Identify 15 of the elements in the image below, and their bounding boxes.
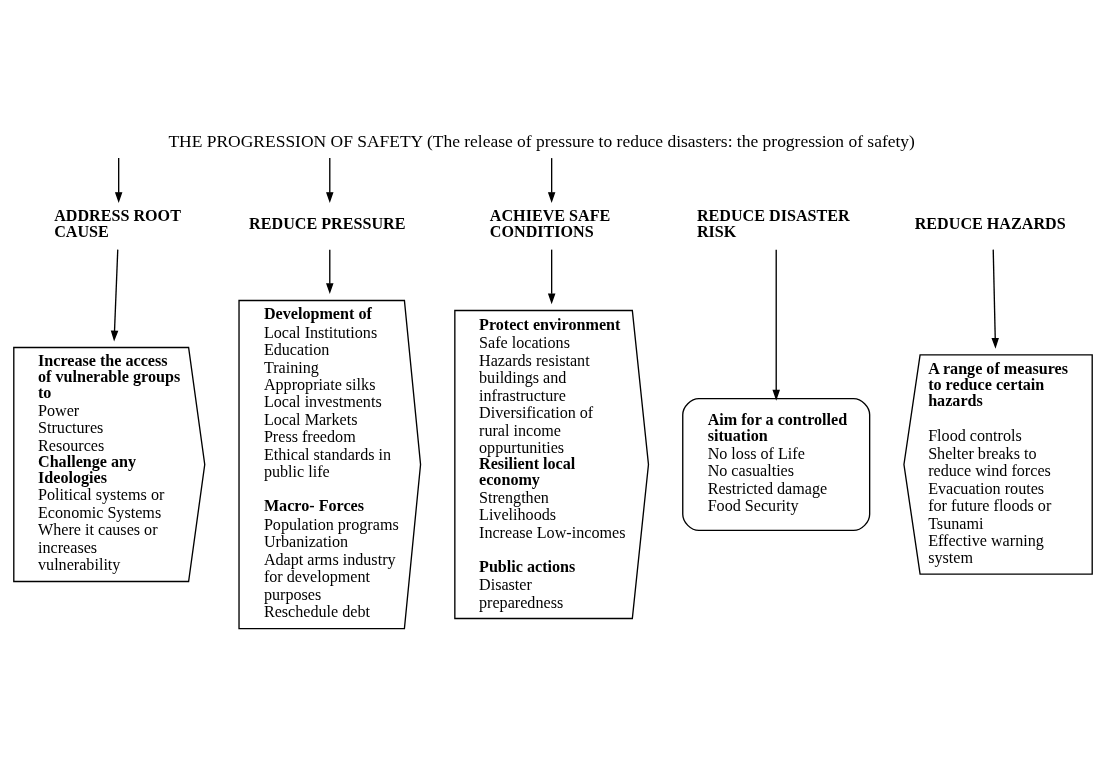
arrow: [114, 156, 123, 203]
node-text: REDUCE DISASTER RISK: [696, 206, 850, 240]
node-box: Aim for a controlled situation No loss of Life No casualties Restricted damage Food Security: [682, 397, 871, 531]
arrow: [326, 156, 334, 203]
diagram-title: THE PROGRESSION OF SAFETY (The release of pressure to reduce disasters: the progression of safety): [168, 130, 915, 151]
node-text: ADDRESS ROOT CAUSE: [54, 206, 181, 240]
arrow: [110, 248, 119, 341]
arrow: [991, 248, 999, 349]
arrow: [772, 248, 780, 401]
arrow: [547, 248, 556, 304]
node-text: ACHIEVE SAFE CONDITIONS: [489, 206, 611, 240]
node-text: REDUCE HAZARDS: [914, 214, 1066, 232]
arrow: [547, 156, 556, 203]
node-text: REDUCE PRESSURE: [249, 214, 406, 232]
arrow: [326, 248, 334, 294]
